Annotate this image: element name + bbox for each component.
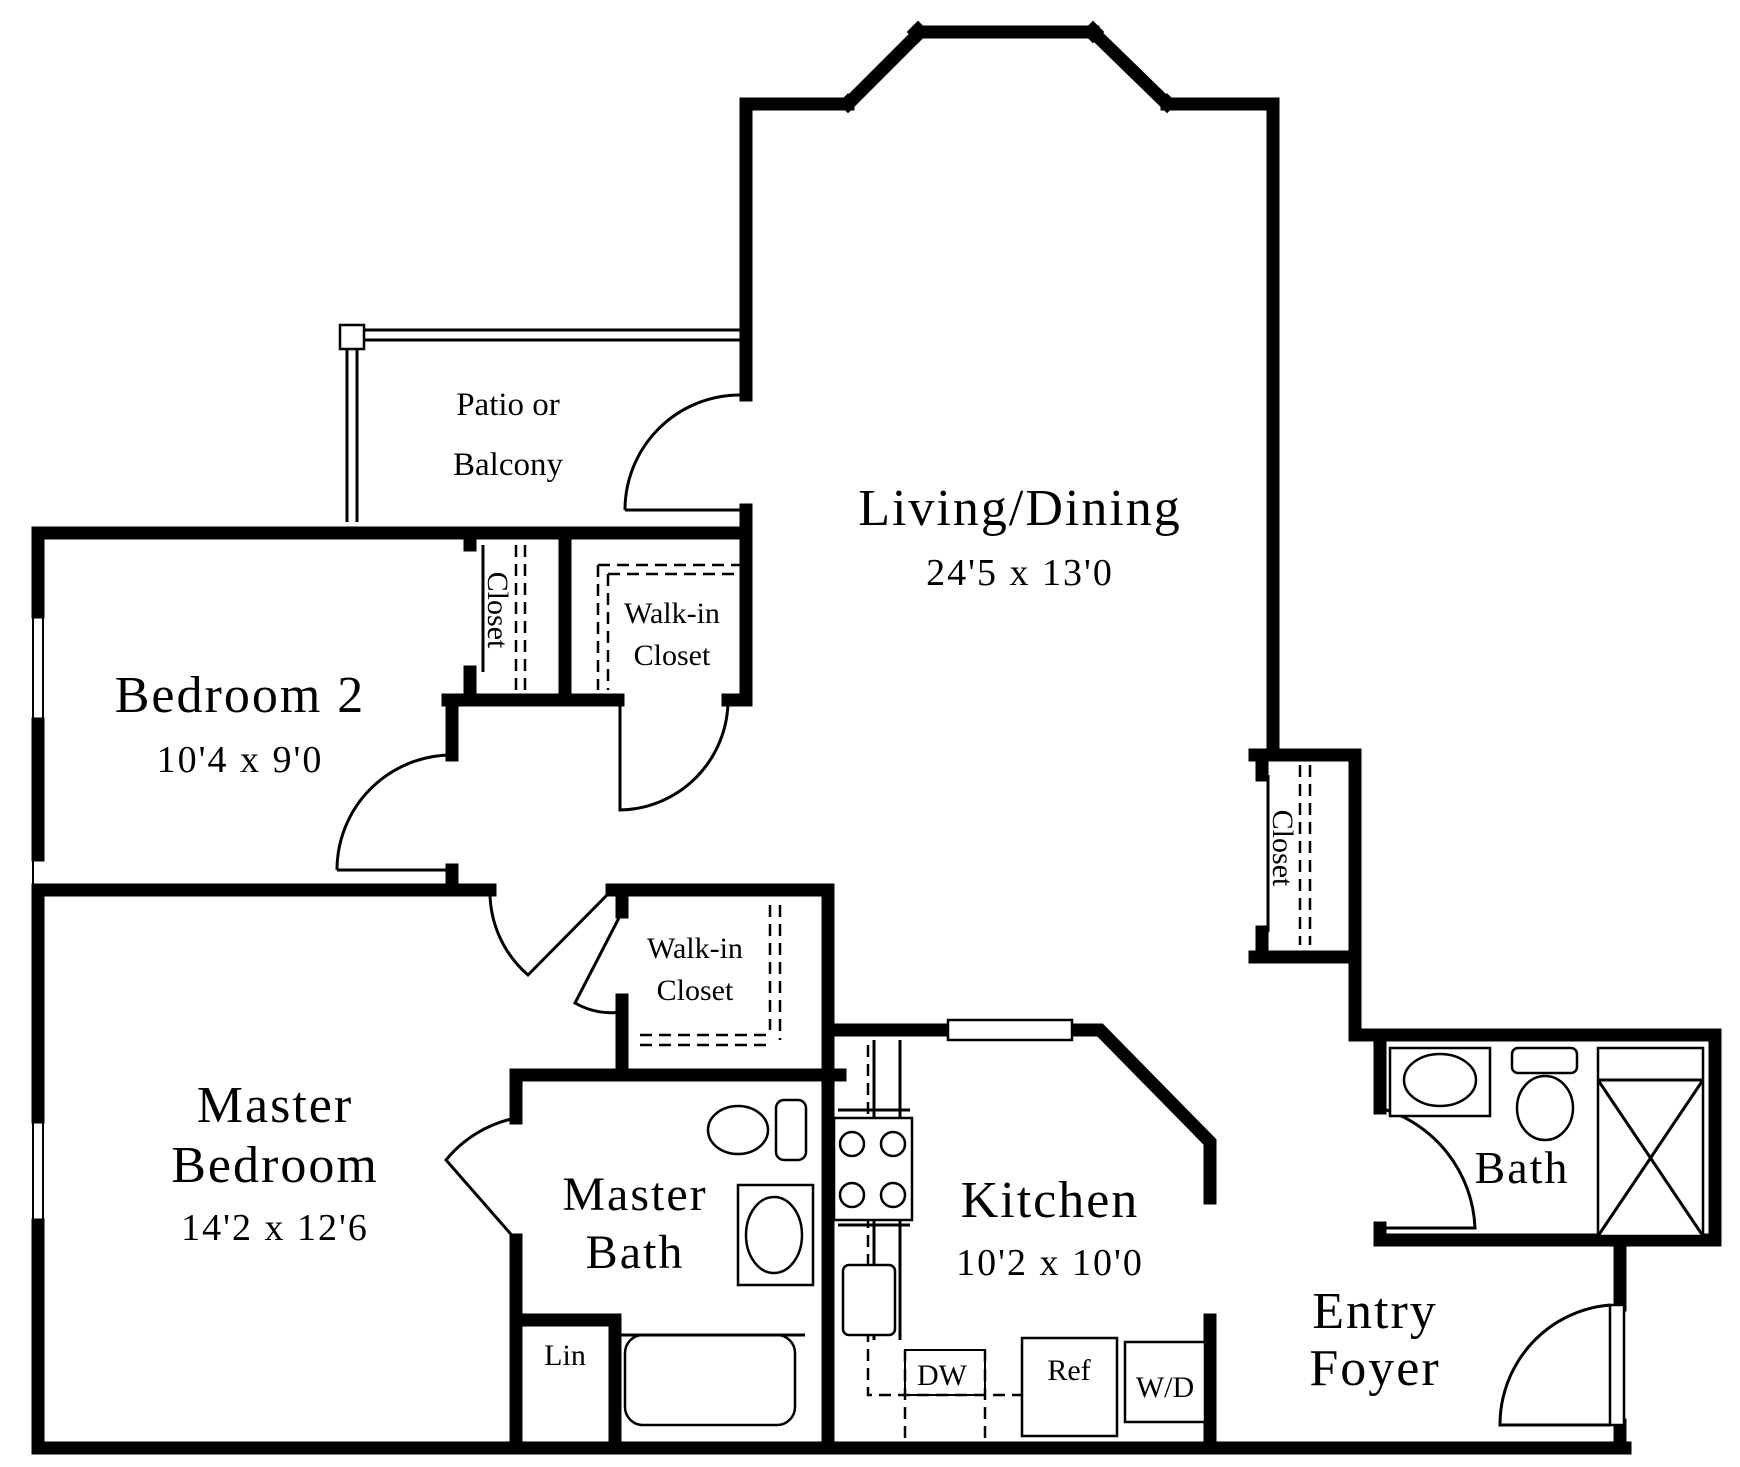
interior-walls — [31, 526, 1387, 1455]
bed2-walkin-line1: Walk-in — [624, 597, 720, 630]
doors — [335, 393, 1626, 1427]
dishwasher-label: DW — [917, 1359, 968, 1392]
linen-label: Lin — [544, 1339, 586, 1372]
kitchen-label: Kitchen — [961, 1172, 1140, 1229]
master-bath-label-line2: Bath — [586, 1226, 685, 1279]
bath-label: Bath — [1475, 1142, 1570, 1193]
master-walkin-line1: Walk-in — [647, 932, 743, 965]
bath-fixtures — [1388, 1046, 1705, 1238]
kitchen-dims: 10'2 x 10'0 — [956, 1242, 1144, 1284]
bedroom2-dims: 10'4 x 9'0 — [157, 739, 324, 781]
master-bedroom-label-line2: Bedroom — [171, 1137, 379, 1194]
kitchen-fixtures — [832, 1040, 1207, 1440]
foyer-closet-label: Closet — [1266, 810, 1299, 887]
master-walkin-line2: Closet — [657, 974, 734, 1007]
washer-dryer-label: W/D — [1136, 1371, 1194, 1404]
master-bedroom-dims: 14'2 x 12'6 — [181, 1207, 369, 1249]
labels: Patio or Balcony Living/Dining 24'5 x 13… — [115, 387, 1570, 1404]
bedroom2-label: Bedroom 2 — [115, 667, 366, 724]
bed2-closet-label: Closet — [481, 572, 514, 649]
patio-label-line1: Patio or — [456, 387, 560, 423]
kitchen-window — [946, 1018, 1074, 1042]
bed2-walkin-line2: Closet — [634, 639, 711, 672]
living-dining-dims: 24'5 x 13'0 — [926, 552, 1114, 594]
patio-railing — [338, 323, 740, 522]
master-bedroom-label-line1: Master — [197, 1077, 353, 1134]
entry-foyer-label-line2: Foyer — [1309, 1340, 1440, 1397]
master-bath-fixtures — [616, 1098, 815, 1427]
entry-foyer-label-line1: Entry — [1312, 1283, 1438, 1340]
closet-shelving — [481, 545, 1312, 1047]
refrigerator-label: Ref — [1047, 1354, 1090, 1387]
master-bath-label-line1: Master — [562, 1168, 707, 1221]
living-dining-label: Living/Dining — [858, 480, 1182, 537]
bay-window-posts — [838, 20, 1177, 113]
patio-label-line2: Balcony — [453, 447, 563, 483]
